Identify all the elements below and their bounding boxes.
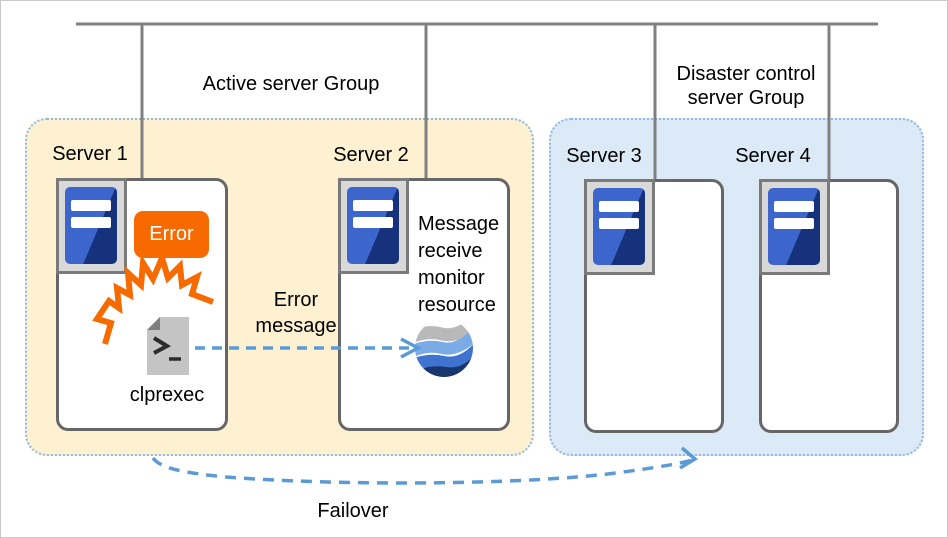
tower-slot-bar [599, 218, 639, 229]
server-tower-icon [593, 188, 645, 265]
error-message-line2: message [255, 315, 337, 337]
server-tower-icon [347, 187, 399, 264]
resource-line3: monitor [418, 267, 485, 289]
server2-icon-frame [338, 178, 409, 274]
tower-slot-bar [774, 201, 814, 212]
server4-box [759, 179, 899, 433]
server1-icon-frame [56, 178, 127, 274]
resource-line2: receive [418, 240, 483, 262]
disaster-group-label-line2: server Group [687, 87, 805, 109]
tower-slot-bar [71, 200, 111, 211]
disaster-group-label: Disaster control server Group [636, 62, 856, 110]
error-message-line1: Error [273, 289, 319, 311]
active-group-label: Active server Group [202, 73, 380, 95]
disaster-group-label-line1: Disaster control [676, 63, 816, 85]
resource-line4: resource [418, 294, 496, 316]
tower-slot-bar [774, 218, 814, 229]
monitor-resource-label: Message receive monitor resource [418, 211, 518, 319]
clprexec-label: clprexec [129, 384, 205, 406]
server-tower-icon [65, 187, 117, 264]
tower-slot-bar [353, 200, 393, 211]
server4-icon-frame [759, 179, 830, 275]
error-badge: Error [134, 211, 209, 258]
error-message-label: Error message [236, 287, 356, 339]
tower-slot-bar [353, 217, 393, 228]
failover-label: Failover [317, 500, 389, 522]
tower-slot-bar [71, 217, 111, 228]
resource-line1: Message [418, 213, 500, 235]
server-tower-icon [768, 188, 820, 265]
tower-slot-bar [599, 201, 639, 212]
server2-box [338, 178, 510, 431]
server2-label: Server 2 [333, 144, 409, 166]
server3-label: Server 3 [566, 145, 642, 167]
server1-label: Server 1 [52, 143, 128, 165]
server3-box [584, 179, 724, 433]
server3-icon-frame [584, 179, 655, 275]
server4-label: Server 4 [735, 145, 811, 167]
